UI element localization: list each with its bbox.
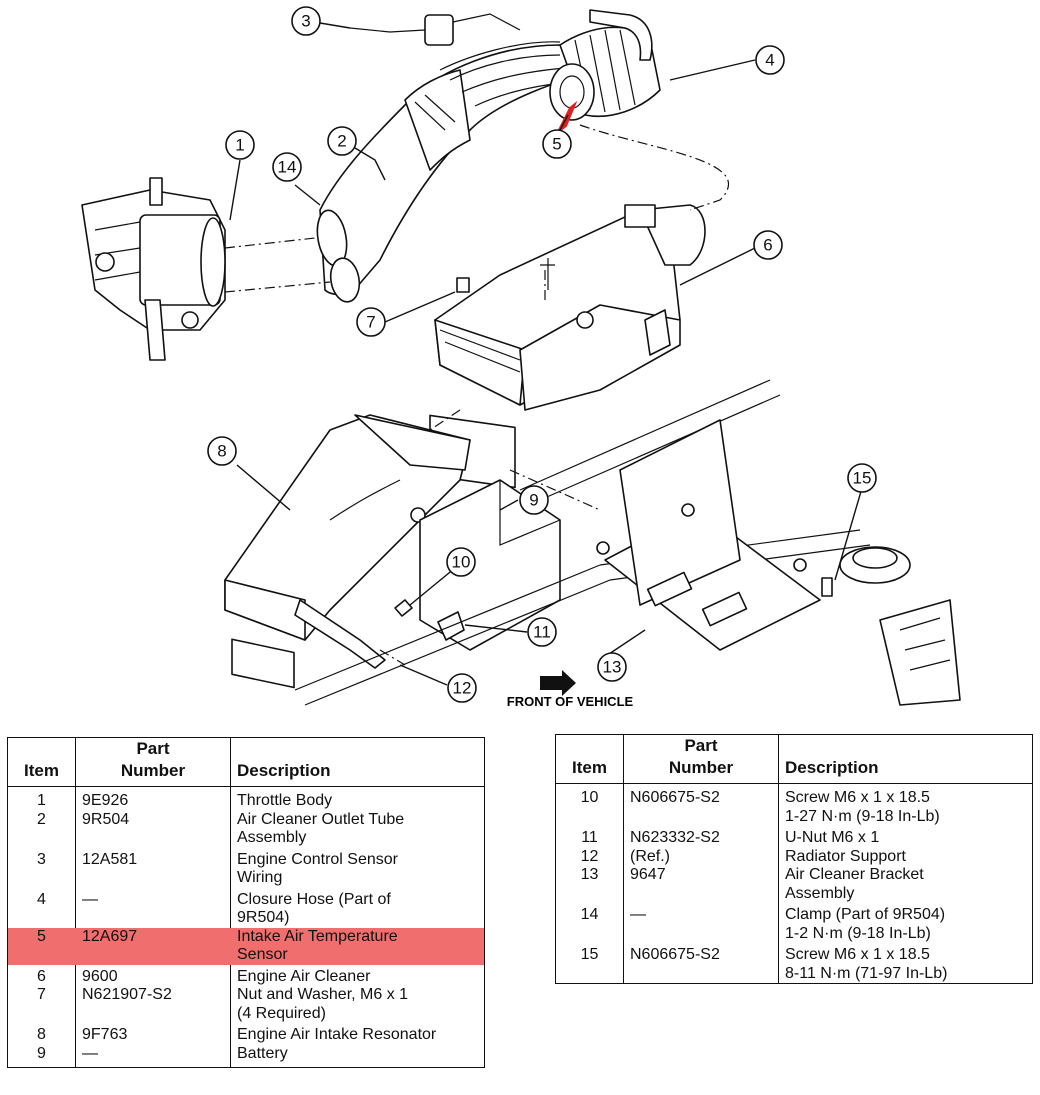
- radiator-cap: [839, 546, 961, 706]
- svg-text:12: 12: [453, 679, 472, 698]
- callout-7: 7: [356, 307, 386, 337]
- header-description: Description: [778, 734, 1033, 784]
- table-row: 11 N623332-S2 U-Nut M6 x 1: [556, 826, 1033, 848]
- svg-text:3: 3: [301, 12, 310, 31]
- header-item: Item: [555, 734, 624, 784]
- callout-2: 2: [327, 126, 357, 156]
- exploded-parts-diagram: FRONT OF VEHICLE 1 2 3 4 5 6 7 8 9 10 11…: [81, 6, 961, 709]
- table-row: 9 — Battery: [8, 1044, 485, 1068]
- svg-text:9: 9: [529, 491, 538, 510]
- air-cleaner-outlet-tube: [316, 41, 601, 303]
- callout-11: 11: [527, 617, 557, 647]
- svg-text:7: 7: [366, 313, 375, 332]
- svg-text:8: 8: [217, 442, 226, 461]
- svg-text:1: 1: [235, 136, 244, 155]
- svg-text:6: 6: [763, 236, 772, 255]
- header-description: Description: [230, 737, 485, 787]
- table-row: 1 9E926 Throttle Body: [8, 786, 485, 811]
- callout-6: 6: [753, 230, 783, 260]
- nut-and-washer: [456, 277, 470, 293]
- callout-5: 5: [542, 129, 572, 159]
- svg-text:4: 4: [765, 51, 774, 70]
- table-row: 7 N621907-S2 Nut and Washer, M6 x 1(4 Re…: [8, 986, 485, 1023]
- svg-text:13: 13: [603, 658, 622, 677]
- callout-15: 15: [847, 463, 877, 493]
- air-cleaner-bracket-assembly: [596, 419, 821, 651]
- svg-text:14: 14: [278, 158, 297, 177]
- front-of-vehicle-label: FRONT OF VEHICLE: [507, 694, 634, 709]
- engine-air-cleaner: [429, 204, 706, 489]
- callout-4: 4: [755, 45, 785, 75]
- table-row: 12 (Ref.) Radiator Support: [556, 847, 1033, 866]
- table-row: 14 — Clamp (Part of 9R504)1-2 N·m (9-18 …: [556, 903, 1033, 943]
- engine-air-intake-resonator: [224, 414, 471, 689]
- callout-10: 10: [446, 547, 476, 577]
- svg-text:15: 15: [853, 469, 872, 488]
- callout-3: 3: [291, 6, 321, 36]
- front-arrow-icon: [540, 670, 576, 696]
- callout-1: 1: [225, 130, 255, 160]
- callout-13: 13: [597, 652, 627, 682]
- svg-text:11: 11: [533, 623, 551, 642]
- svg-text:2: 2: [337, 132, 346, 151]
- screw-item-15: [821, 577, 833, 597]
- svg-text:5: 5: [552, 135, 561, 154]
- svg-text:10: 10: [452, 553, 471, 572]
- throttle-body: [81, 177, 226, 361]
- callout-9: 9: [519, 485, 549, 515]
- engine-control-sensor-wiring: [349, 13, 521, 46]
- screw-item-10: [394, 599, 413, 617]
- callout-12: 12: [447, 673, 477, 703]
- callout-8: 8: [207, 436, 237, 466]
- callout-14: 14: [272, 152, 302, 182]
- header-item: Item: [7, 737, 76, 787]
- table-row: 8 9F763 Engine Air Intake Resonator: [8, 1023, 485, 1045]
- table-row: 6 9600 Engine Air Cleaner: [8, 964, 485, 986]
